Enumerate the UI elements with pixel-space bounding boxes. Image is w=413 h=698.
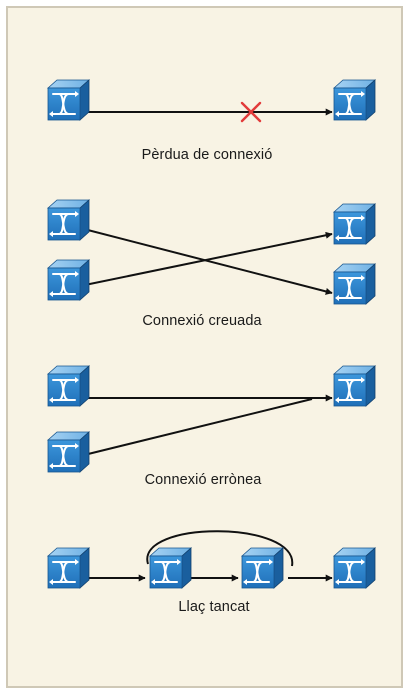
network-switch-icon <box>333 547 376 589</box>
panel-connection-loss <box>47 79 376 123</box>
panel-closed-loop <box>47 530 376 589</box>
network-switch-icon <box>333 365 376 407</box>
network-switch-icon <box>47 365 90 407</box>
panel-wrong-connection <box>47 365 376 473</box>
caption-connection-loss: Pèrdua de connexió <box>141 147 273 163</box>
network-switch-icon <box>47 79 90 121</box>
network-switch-icon <box>333 263 376 305</box>
network-switch-icon <box>47 199 90 241</box>
network-switch-icon <box>47 547 90 589</box>
link-line <box>79 231 333 287</box>
network-switch-icon <box>333 203 376 245</box>
network-switch-icon <box>241 547 284 589</box>
caption-wrong-connection: Connexió errònea <box>144 472 262 488</box>
broken-link-cross-icon <box>240 101 262 123</box>
link-line <box>79 398 313 457</box>
loop-line <box>146 530 294 567</box>
network-switch-icon <box>333 79 376 121</box>
network-switch-icon <box>47 259 90 301</box>
panel-crossed-connection <box>47 199 376 305</box>
caption-crossed-connection: Connexió creuada <box>142 313 262 329</box>
network-switch-icon <box>47 431 90 473</box>
caption-closed-loop: Llaç tancat <box>178 599 250 615</box>
network-switch-icon <box>149 547 192 589</box>
